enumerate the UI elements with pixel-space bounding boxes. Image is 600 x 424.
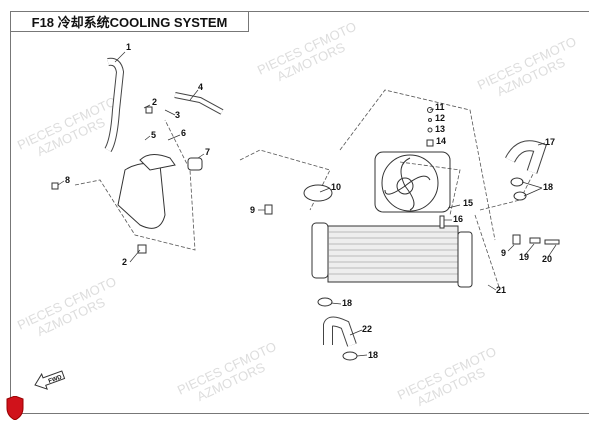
fastener-parts <box>51 107 560 245</box>
callout-4: 4 <box>198 82 203 92</box>
callout-18b: 18 <box>342 298 352 308</box>
callout-21: 21 <box>496 285 506 295</box>
callout-17: 17 <box>545 137 555 147</box>
callout-14: 14 <box>436 136 446 146</box>
coolant-reservoir-part <box>117 106 203 254</box>
callout-18c: 18 <box>368 350 378 360</box>
callout-8: 8 <box>65 175 70 185</box>
callout-20: 20 <box>542 254 552 264</box>
lower-hose-part <box>505 140 547 201</box>
callout-16: 16 <box>453 214 463 224</box>
callout-13: 13 <box>435 124 445 134</box>
cooling-fan-part <box>374 151 451 213</box>
callout-3: 3 <box>175 110 180 120</box>
callout-6: 6 <box>181 128 186 138</box>
callout-9b: 9 <box>501 248 506 258</box>
callout-7: 7 <box>205 147 210 157</box>
small-hose-part <box>174 92 224 115</box>
bottom-hose-part <box>317 297 358 361</box>
fwd-label: FWD <box>48 374 64 385</box>
page-title: F18 冷却系统COOLING SYSTEM <box>10 11 249 32</box>
callout-19: 19 <box>519 252 529 262</box>
callout-9: 9 <box>250 205 255 215</box>
callout-15: 15 <box>463 198 473 208</box>
callout-18: 18 <box>543 182 553 192</box>
brand-shield-logo-icon <box>6 396 24 420</box>
radiator-part <box>303 184 473 288</box>
callout-10: 10 <box>331 182 341 192</box>
callout-11: 11 <box>435 102 445 112</box>
diagram-frame <box>10 11 589 414</box>
forward-arrow-icon: FWD <box>34 370 66 390</box>
callout-5: 5 <box>151 130 156 140</box>
callout-2: 2 <box>152 97 157 107</box>
callout-1: 1 <box>126 42 131 52</box>
leader-lines <box>57 51 557 357</box>
callout-22: 22 <box>362 324 372 334</box>
upper-hose-part <box>104 57 125 153</box>
callout-numbers: 1 2 3 4 5 6 7 8 2 9 10 11 12 13 14 15 16… <box>65 42 555 360</box>
callout-12: 12 <box>435 113 445 123</box>
callout-2b: 2 <box>122 257 127 267</box>
